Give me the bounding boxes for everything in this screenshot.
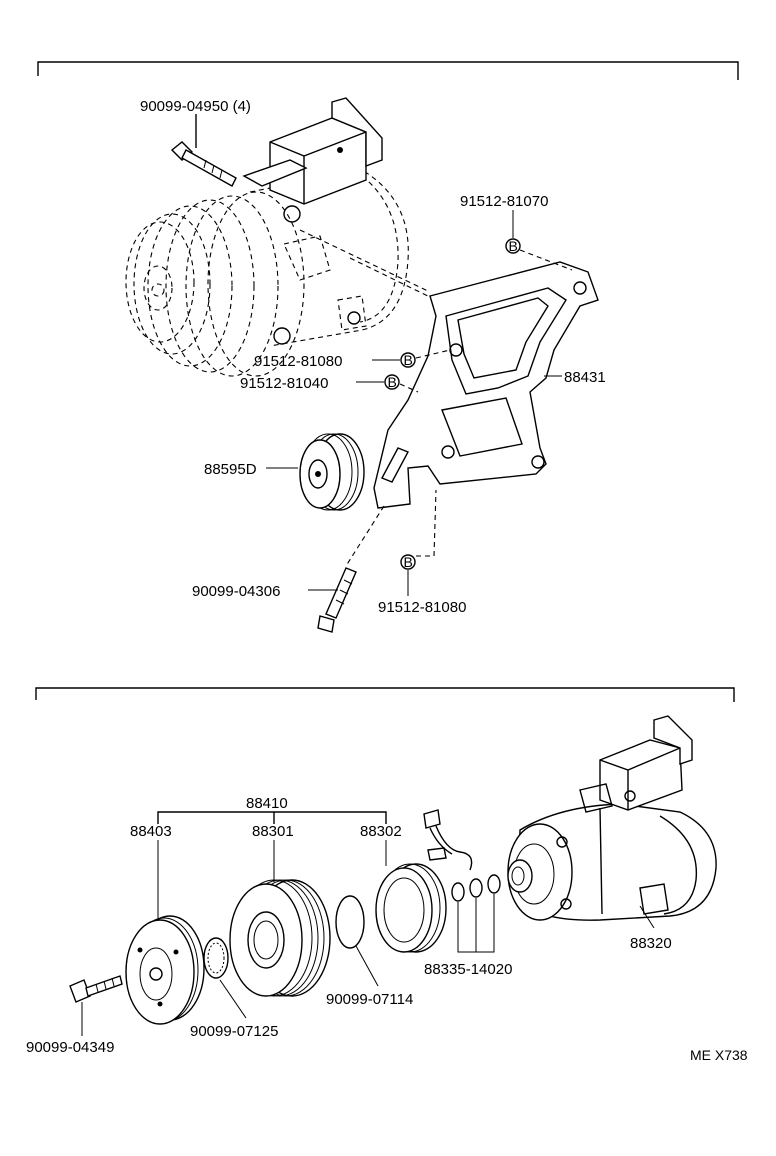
label-rotor: 88301 <box>252 823 294 840</box>
label-bracket: 88431 <box>564 369 606 386</box>
snap-ring-small-icon <box>203 937 229 979</box>
label-bolt-b-top: 91512-81070 <box>460 193 548 210</box>
idler-pulley-icon <box>299 433 365 511</box>
shims-icon <box>451 874 501 902</box>
svg-text:B: B <box>388 374 397 390</box>
label-bolt-clutch: 90099-04349 <box>26 1039 114 1056</box>
bolt-b-mid1-icon: B <box>400 352 416 368</box>
stator-icon <box>375 863 447 953</box>
upper-section-frame <box>37 61 739 80</box>
label-snap-ring-large: 90099-07114 <box>326 991 413 1008</box>
label-pressure-plate: 88403 <box>130 823 172 840</box>
leader-shims <box>457 894 495 953</box>
bolt-lower-icon <box>317 567 357 633</box>
compressor-dashed-outline <box>125 169 437 377</box>
label-compressor: 88320 <box>630 935 672 952</box>
compressor-icon <box>507 715 717 921</box>
dash-bolt-b-lower <box>416 489 437 557</box>
reference-code: ME X738 <box>690 1047 748 1063</box>
bracket-icon <box>373 261 599 509</box>
snap-ring-large-icon <box>335 895 365 949</box>
label-idler-pulley: 88595D <box>204 461 257 478</box>
bolt-b-lower-icon: B <box>400 554 416 570</box>
bolt-top-icon <box>170 141 237 187</box>
rotor-icon <box>229 879 331 997</box>
label-bolt-b-lower: 91512-81080 <box>378 599 466 616</box>
leader-snap-ring-small <box>219 979 247 1019</box>
connector-icon <box>423 809 473 871</box>
label-shims: 88335-14020 <box>424 961 512 978</box>
label-bolt-b-mid1: 91512-81080 <box>254 353 342 370</box>
bolt-b-mid2-icon: B <box>384 374 400 390</box>
svg-text:B: B <box>509 238 518 254</box>
label-snap-ring-small: 90099-07125 <box>190 1023 278 1040</box>
dash-bolt-lower <box>345 505 385 567</box>
label-bolt-lower: 90099-04306 <box>192 583 280 600</box>
bracket-clutch-assy <box>157 811 387 824</box>
svg-text:B: B <box>404 352 413 368</box>
lower-section-frame <box>35 687 735 702</box>
dash-bolt-b-top <box>519 249 573 271</box>
dash-bolt-b-mid2 <box>399 383 419 393</box>
leader-compressor <box>639 905 655 929</box>
label-bolt-top: 90099-04950 (4) <box>140 98 251 115</box>
bolt-b-top-icon: B <box>505 238 521 254</box>
dash-bolt-b-mid1 <box>415 349 451 359</box>
label-clutch-assy: 88410 <box>246 795 288 812</box>
svg-text:B: B <box>404 554 413 570</box>
bolt-clutch-icon <box>69 975 123 1003</box>
label-bolt-b-mid2: 91512-81040 <box>240 375 328 392</box>
compressor-top-mount <box>242 97 383 345</box>
pressure-plate-icon <box>125 915 205 1025</box>
label-stator: 88302 <box>360 823 402 840</box>
leader-snap-ring-large <box>355 945 379 987</box>
